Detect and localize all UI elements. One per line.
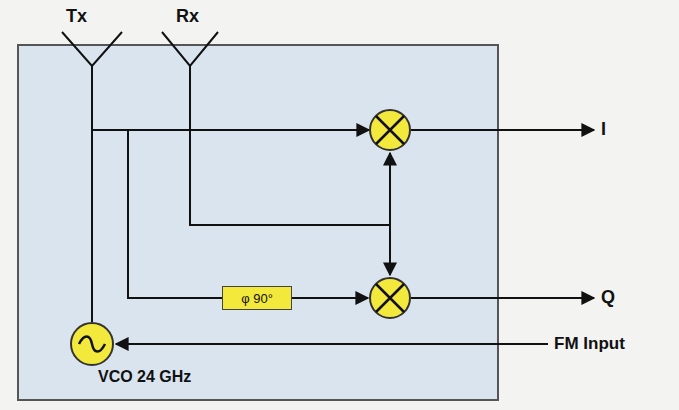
rx-to-mixer-q	[389, 225, 391, 275]
signal-label: Rx	[176, 6, 199, 27]
tx-feed-wire	[92, 66, 369, 130]
tx-antenna	[62, 32, 122, 66]
vco-symbol	[70, 322, 114, 366]
signal-label: Q	[601, 287, 615, 308]
vco-label: VCO 24 GHz	[98, 368, 191, 386]
rx-to-mixer-i	[389, 153, 391, 225]
phase-shifter-box: φ 90°	[222, 286, 292, 310]
phase-to-mixer-wire	[292, 297, 368, 299]
module-panel	[18, 45, 498, 400]
rx-antenna	[162, 32, 218, 66]
i-output-wire	[411, 129, 594, 131]
mixer-q	[370, 278, 410, 318]
q-output-wire	[411, 297, 594, 299]
signal-label: I	[601, 119, 606, 140]
fm-input-wire	[116, 343, 548, 345]
vco-circle: VCO 24 GHz	[70, 322, 114, 366]
phase-label: φ 90°	[241, 291, 273, 306]
rx-feed-wire	[190, 66, 390, 225]
signal-label: FM Input	[554, 334, 625, 354]
mixer-i	[370, 110, 410, 150]
signal-label: Tx	[66, 6, 87, 27]
signal-wire	[92, 130, 222, 322]
